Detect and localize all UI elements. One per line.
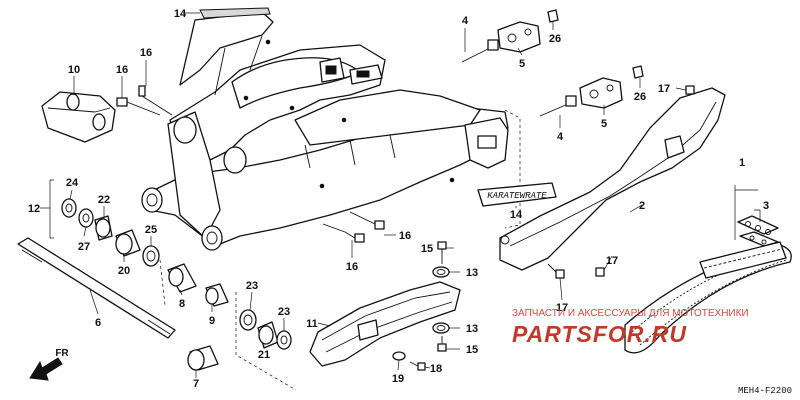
part-18-bolt[interactable]	[409, 361, 426, 371]
part-8-bushing[interactable]	[167, 263, 197, 293]
callout-26-a: 26	[549, 33, 561, 45]
watermark-tagline: ЗАПЧАСТИ И АКСЕССУАРЫ ДЛЯ МОТОТЕХНИКИ	[512, 308, 749, 319]
callout-7: 7	[193, 378, 199, 390]
part-26-nut-a[interactable]	[547, 9, 559, 23]
direction-label: FR	[55, 348, 69, 359]
callout-13-a: 13	[466, 267, 478, 279]
part-17-bolt-c[interactable]	[595, 267, 605, 277]
part-24-seal[interactable]	[61, 198, 77, 218]
callout-numbers: 14 4 5 26 4 5 26 17 16 16 10 1 2 3 14 12…	[28, 8, 769, 390]
callout-1: 1	[739, 157, 745, 169]
callout-18: 18	[430, 363, 442, 375]
callout-9: 9	[209, 315, 215, 327]
part-20-collar[interactable]	[115, 229, 141, 257]
part-21-bearing[interactable]	[257, 321, 279, 349]
callout-17-c: 17	[606, 255, 618, 267]
callout-13-b: 13	[466, 323, 478, 335]
callout-5-b: 5	[601, 118, 607, 130]
part-15-bolt-a[interactable]	[437, 241, 447, 264]
callout-26-b: 26	[634, 91, 646, 103]
part-15-bolt-b[interactable]	[437, 336, 447, 352]
part-16-bolt-d[interactable]	[349, 211, 385, 230]
callout-17-b: 17	[556, 302, 568, 314]
callout-15-a: 15	[421, 243, 433, 255]
part-7-collar[interactable]	[187, 345, 219, 371]
part-23-seal-b[interactable]	[276, 330, 292, 350]
diagram-code: MEH4-F2200	[738, 386, 792, 396]
part-2-chain-case[interactable]	[499, 87, 726, 271]
callout-4-a: 4	[462, 15, 469, 27]
callout-25: 25	[145, 224, 157, 236]
part-11-chain-slider[interactable]	[309, 281, 461, 367]
front-direction-indicator: FR	[29, 348, 69, 381]
part-3-master-link[interactable]	[737, 215, 779, 247]
callout-16-a: 16	[140, 47, 152, 59]
watermark: ЗАПЧАСТИ И АКСЕССУАРЫ ДЛЯ МОТОТЕХНИКИ PA…	[512, 308, 749, 347]
part-19-collar[interactable]	[392, 351, 406, 361]
part-22-bearing[interactable]	[94, 215, 113, 241]
callout-11: 11	[306, 318, 318, 330]
part-6-pivot-shaft[interactable]	[17, 237, 176, 339]
part-5-adjuster-plate-a[interactable]	[497, 21, 541, 53]
watermark-logo: PARTSFOR.RU	[512, 321, 687, 347]
callout-22: 22	[98, 194, 110, 206]
callout-5-a: 5	[519, 58, 525, 70]
callout-8: 8	[179, 298, 185, 310]
part-25-seal[interactable]	[142, 245, 160, 267]
part-4-adjusting-bolt-a[interactable]	[461, 39, 499, 63]
callout-21: 21	[258, 349, 270, 361]
decal-side[interactable]: KARATEWRATE	[477, 182, 557, 207]
callout-16-b: 16	[116, 64, 128, 76]
callout-10: 10	[68, 64, 80, 76]
part-17-bolt-b[interactable]	[547, 263, 565, 279]
part-13-collar-b[interactable]	[432, 322, 450, 334]
callout-4-b: 4	[557, 131, 564, 143]
part-10-cover[interactable]	[41, 91, 116, 143]
part-27-washer[interactable]	[78, 208, 94, 228]
callout-16-c: 16	[346, 261, 358, 273]
part-16-bolt-a[interactable]	[138, 85, 173, 116]
callout-2: 2	[639, 200, 645, 212]
callout-15-b: 15	[466, 344, 478, 356]
callout-27: 27	[78, 241, 90, 253]
decal-text: KARATEWRATE	[487, 191, 547, 201]
callout-12: 12	[28, 203, 40, 215]
callout-14-side: 14	[510, 209, 523, 221]
callout-23-a: 23	[246, 280, 258, 292]
part-23-seal-a[interactable]	[239, 309, 257, 331]
part-4-adjusting-bolt-b[interactable]	[539, 95, 577, 117]
callout-6: 6	[95, 317, 101, 329]
callout-24: 24	[66, 177, 79, 189]
part-16-bolt-c[interactable]	[322, 223, 365, 243]
callout-17-a: 17	[658, 83, 670, 95]
callout-3: 3	[763, 200, 769, 212]
callout-23-b: 23	[278, 306, 290, 318]
decal-top[interactable]	[199, 7, 271, 19]
part-26-nut-b[interactable]	[632, 65, 644, 79]
part-1-drive-chain[interactable]	[624, 241, 792, 354]
part-16-bolt-b[interactable]	[116, 97, 161, 116]
swingarm[interactable]	[141, 11, 509, 251]
callout-14-top: 14	[174, 8, 187, 20]
callout-20: 20	[118, 265, 130, 277]
part-9-bushing[interactable]	[205, 283, 229, 307]
part-5-adjuster-plate-b[interactable]	[579, 77, 623, 109]
callout-16-d: 16	[399, 230, 411, 242]
leader-lines	[40, 12, 687, 378]
part-13-collar-a[interactable]	[432, 266, 450, 278]
callout-19: 19	[392, 373, 404, 385]
part-17-bolt-a[interactable]	[685, 85, 695, 95]
